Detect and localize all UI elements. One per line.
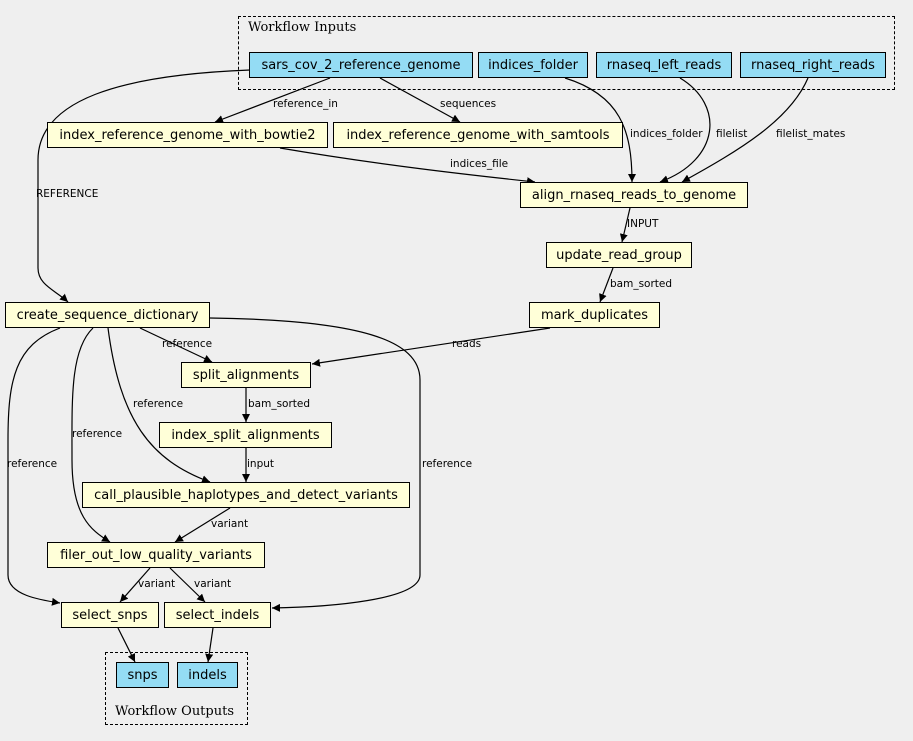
edge-label-reference-snps: reference	[7, 458, 58, 470]
edge-label-bam-sorted-2: bam_sorted	[248, 398, 311, 410]
edge-label-input-lower: input	[247, 458, 275, 470]
edge-label-reads: reads	[452, 338, 482, 350]
edge-filter-to-snps	[119, 567, 151, 603]
edge-label-reference-call: reference	[133, 398, 184, 410]
workflow-outputs-cluster	[105, 652, 248, 725]
edge-filter-to-indels	[169, 567, 206, 603]
node-select-indels[interactable]: select_indels	[164, 602, 271, 628]
edge-label-indices-folder: indices_folder	[630, 128, 703, 140]
edge-label-reference-in: reference_in	[273, 98, 338, 110]
edge-mark-to-split	[311, 327, 551, 367]
node-index-reference-genome-with-bowtie2[interactable]: index_reference_genome_with_bowtie2	[47, 122, 328, 148]
node-filer-out-low-quality-variants[interactable]: filer_out_low_quality_variants	[47, 542, 265, 568]
node-mark-duplicates[interactable]: mark_duplicates	[529, 302, 660, 328]
edge-bowtie2-to-align	[279, 147, 536, 186]
edge-indices-folder-to-align	[564, 77, 636, 183]
edge-dictionary-to-call	[107, 327, 211, 483]
node-update-read-group[interactable]: update_read_group	[546, 242, 692, 268]
node-snps[interactable]: snps	[116, 662, 169, 688]
edge-genome-to-samtools	[379, 77, 461, 123]
node-rnaseq-left-reads[interactable]: rnaseq_left_reads	[596, 52, 732, 78]
edge-genome-to-dictionary	[37, 69, 251, 303]
edge-label-indices-file: indices_file	[450, 158, 509, 170]
node-indels[interactable]: indels	[177, 662, 238, 688]
node-indices-folder[interactable]: indices_folder	[478, 52, 588, 78]
edge-label-input-upper: INPUT	[627, 218, 659, 230]
edge-label-reference-indels: reference	[422, 458, 473, 470]
edge-align-to-update	[619, 207, 631, 243]
node-create-sequence-dictionary[interactable]: create_sequence_dictionary	[5, 302, 210, 328]
edge-dictionary-to-indels	[209, 317, 421, 612]
node-index-reference-genome-with-samtools[interactable]: index_reference_genome_with_samtools	[333, 122, 623, 148]
edge-label-filelist-mates: filelist_mates	[776, 128, 846, 140]
edge-label-reference-split: reference	[162, 338, 213, 350]
node-align-rnaseq-reads-to-genome[interactable]: align_rnaseq_reads_to_genome	[520, 182, 748, 208]
edge-right-reads-to-align	[681, 77, 809, 183]
node-call-plausible-haplotypes-and-detect-variants[interactable]: call_plausible_haplotypes_and_detect_var…	[82, 482, 410, 508]
edge-snps-to-output	[117, 627, 136, 663]
edge-label-reference-filter: reference	[72, 428, 123, 440]
edge-label-bam-sorted-1: bam_sorted	[610, 278, 673, 290]
workflow-inputs-label: Workflow Inputs	[248, 20, 357, 35]
node-select-snps[interactable]: select_snps	[61, 602, 159, 628]
edge-label-variant-snps: variant	[138, 578, 176, 590]
node-rnaseq-right-reads[interactable]: rnaseq_right_reads	[740, 52, 886, 78]
workflow-inputs-cluster	[238, 16, 895, 90]
edge-label-filelist: filelist	[716, 128, 748, 140]
edge-left-reads-to-align	[659, 77, 711, 183]
edge-indels-to-output	[205, 627, 214, 663]
node-split-alignments[interactable]: split_alignments	[181, 362, 311, 388]
edge-dictionary-to-snps	[7, 327, 61, 606]
edge-label-sequences: sequences	[440, 98, 497, 110]
edge-update-to-mark	[599, 267, 614, 303]
edge-dictionary-to-split	[139, 327, 213, 363]
workflow-outputs-label: Workflow Outputs	[115, 704, 234, 719]
edge-call-to-filter	[174, 507, 231, 543]
edge-genome-to-bowtie2	[214, 77, 331, 123]
edge-dictionary-to-filter	[71, 327, 111, 543]
node-sars-cov-2-reference-genome[interactable]: sars_cov_2_reference_genome	[249, 52, 473, 78]
edge-label-variant-indels: variant	[194, 578, 232, 590]
edge-label-reference-upper: REFERENCE	[36, 188, 99, 200]
edge-label-variant-filter: variant	[211, 518, 249, 530]
node-index-split-alignments[interactable]: index_split_alignments	[159, 422, 332, 448]
